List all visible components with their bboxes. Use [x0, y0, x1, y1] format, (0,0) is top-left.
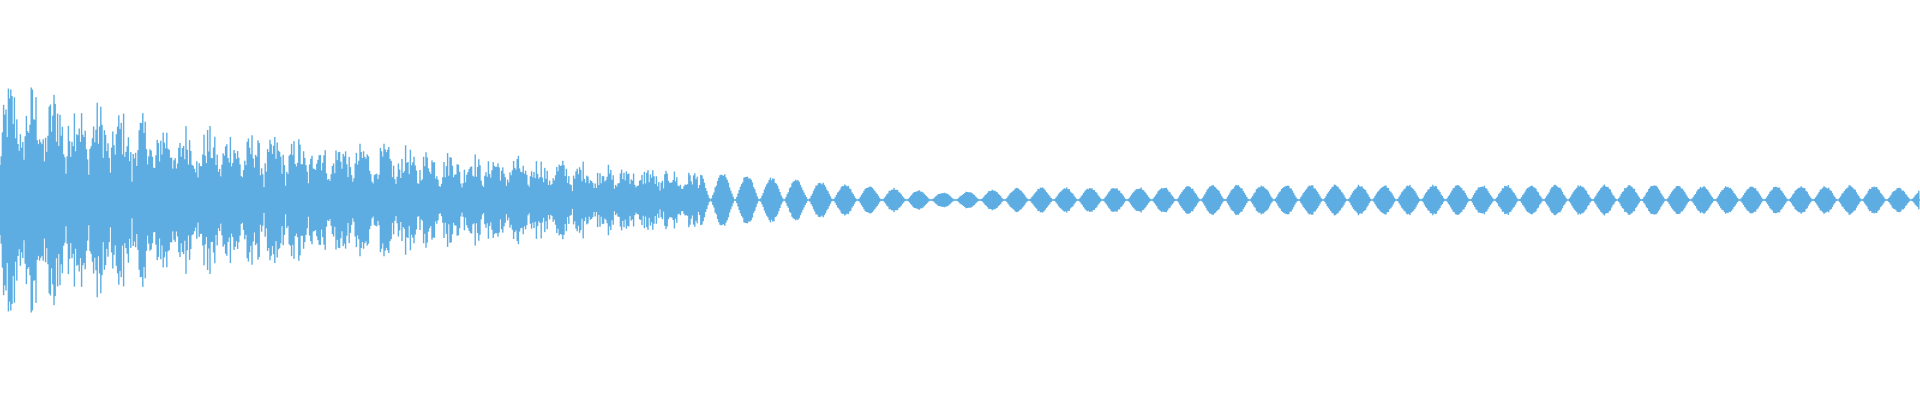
waveform-bars — [0, 87, 1920, 313]
